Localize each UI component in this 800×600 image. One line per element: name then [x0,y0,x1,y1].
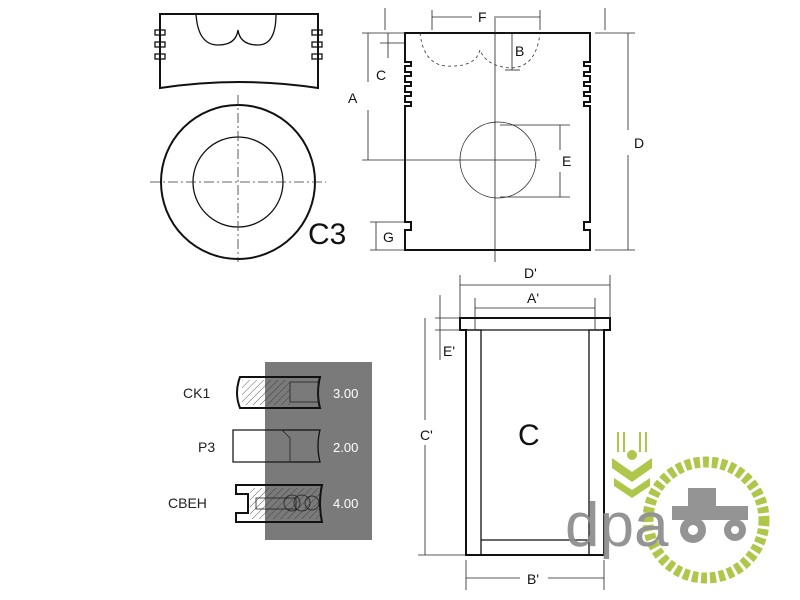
ring-value-ck1: 3.00 [333,386,358,401]
ring-name-cbeh: CBEH [168,495,207,511]
ring-name-p3: P3 [198,439,215,455]
piston-dimension-lines [362,8,635,251]
ring-cbeh [235,484,324,523]
dim-label-f: F [478,9,487,25]
dim-label-e: E [562,153,571,169]
piston-top-view [150,95,326,262]
tractor-icon [672,488,748,543]
dpa-logo: dpa [565,432,770,584]
piston-model-label: C3 [308,218,346,251]
dim-label-b-prime: B' [527,571,539,587]
ring-ck1 [236,376,322,409]
ring-value-p3: 2.00 [333,440,358,455]
dim-label-d-prime: D' [524,265,537,281]
dim-label-c: C [376,67,386,83]
dim-label-g: G [383,229,394,245]
dim-label-d: D [634,135,644,151]
logo-text: dpa [565,491,669,560]
dim-label-b: B [515,43,524,59]
ring-value-cbeh: 4.00 [333,496,358,511]
dim-label-c-prime: C' [420,427,433,443]
ring-name-ck1: CK1 [183,385,210,401]
liner-model-label: C [518,419,540,452]
liner-dimension-lines [418,275,611,590]
piston-front-view [404,18,591,262]
ring-p3 [232,429,321,463]
dim-label-a-prime: A' [527,290,539,306]
piston-section-view [154,13,323,90]
wheat-icon [612,432,652,498]
dim-label-e-prime: E' [443,343,455,359]
dim-label-a: A [348,90,358,106]
cylinder-liner-view [459,317,611,556]
